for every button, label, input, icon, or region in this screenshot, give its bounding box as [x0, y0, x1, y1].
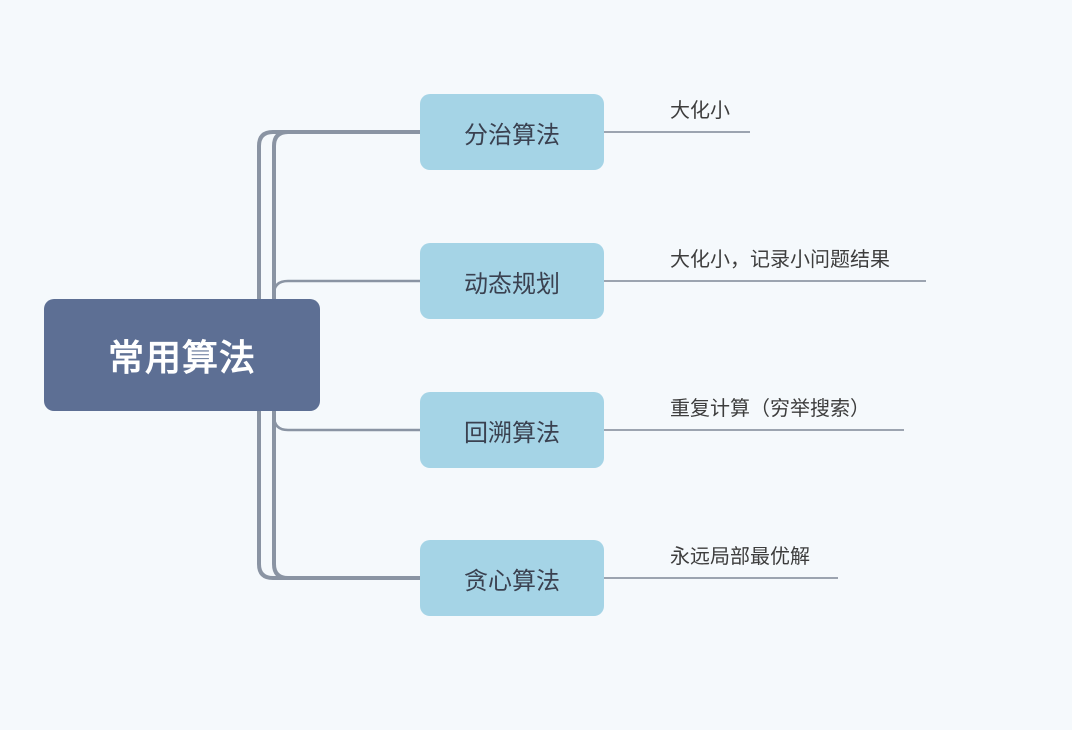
connector-branch-3 [272, 409, 422, 432]
leaf-note-backtracking[interactable]: 重复计算（穷举搜索） [670, 396, 870, 420]
leaf-note-divide-conquer[interactable]: 大化小 [670, 98, 730, 122]
leaf-note-dynamic-programming[interactable]: 大化小，记录小问题结果 [670, 247, 890, 271]
branch-node-greedy[interactable]: 贪心算法 [420, 540, 604, 616]
connector-branch-4 [272, 409, 422, 580]
root-node[interactable]: 常用算法 [44, 299, 320, 411]
branch-label: 回溯算法 [464, 418, 560, 447]
connector-trunk [257, 130, 422, 301]
root-label: 常用算法 [107, 338, 256, 379]
connector-branch-1 [272, 130, 422, 301]
branch-node-backtracking[interactable]: 回溯算法 [420, 392, 604, 468]
connector-branch-2 [272, 279, 422, 301]
leaf-note-greedy[interactable]: 永远局部最优解 [670, 544, 810, 568]
connector-trunk-lower [257, 409, 422, 580]
branch-node-dynamic-programming[interactable]: 动态规划 [420, 243, 604, 319]
branch-label: 动态规划 [464, 269, 560, 298]
branch-label: 分治算法 [464, 120, 560, 149]
branch-label: 贪心算法 [464, 566, 560, 595]
branch-node-divide-conquer[interactable]: 分治算法 [420, 94, 604, 170]
